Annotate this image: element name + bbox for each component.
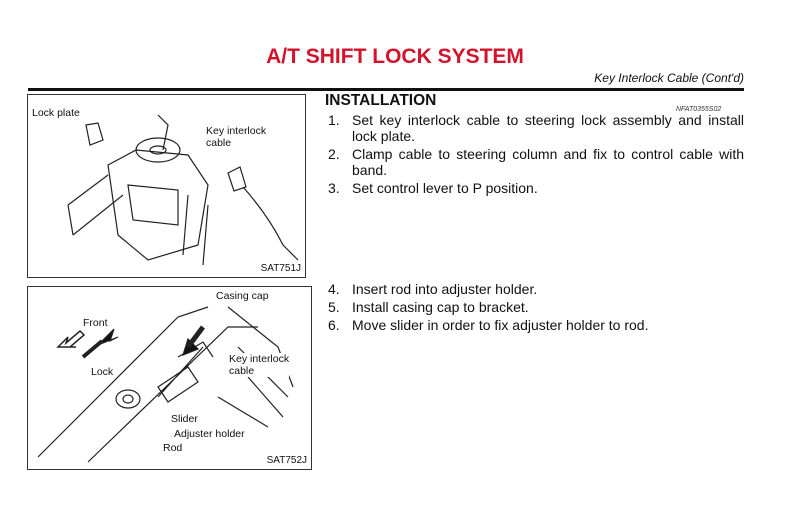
label-adjuster-holder: Adjuster holder <box>174 428 245 440</box>
step-number: 2. <box>328 146 340 162</box>
step-text: Clamp cable to steering column and fix t… <box>352 146 744 178</box>
steps-list-b: 4. Insert rod into adjuster holder. 5. Ins… <box>328 281 744 335</box>
step-number: 4. <box>328 281 340 297</box>
label-lock-plate: Lock plate <box>32 107 80 119</box>
figure-code: SAT751J <box>260 263 301 274</box>
step-text: Install casing cap to bracket. <box>352 299 529 315</box>
label-lock: Lock <box>91 366 114 378</box>
label-rod: Rod <box>163 442 183 454</box>
label-front: Front <box>83 317 108 329</box>
label-key-interlock-cable: Key interlock cable <box>229 353 290 377</box>
step-text: Move slider in order to fix adjuster hol… <box>352 317 649 333</box>
reference-code: NFAT0355S02 <box>676 106 722 113</box>
step-item: 4. Insert rod into adjuster holder. <box>328 281 744 297</box>
step-number: 6. <box>328 317 340 333</box>
step-item: 2. Clamp cable to steering column and fix… <box>328 146 744 178</box>
step-item: 5. Install casing cap to bracket. <box>328 299 744 315</box>
step-text: Set key interlock cable to steering lock… <box>352 112 744 144</box>
section-heading: INSTALLATION <box>325 92 437 109</box>
page-title: A/T SHIFT LOCK SYSTEM <box>266 45 524 68</box>
step-text: Insert rod into adjuster holder. <box>352 281 538 297</box>
label-slider: Slider <box>171 413 198 425</box>
steering-lock-illustration <box>67 114 299 266</box>
step-number: 1. <box>328 112 340 128</box>
figure-cable-installation: Casing cap Front Lock Key interlock cabl… <box>27 286 312 470</box>
label-key-interlock-cable: Key interlock cable <box>206 125 267 149</box>
figure-steering-lock: Lock plate Key interlock cable SAT751J <box>27 94 306 278</box>
step-text: Set control lever to P position. <box>352 180 538 196</box>
step-number: 5. <box>328 299 340 315</box>
label-casing-cap: Casing cap <box>216 290 269 302</box>
step-number: 3. <box>328 180 340 196</box>
steps-list-a: 1. Set key interlock cable to steering lo… <box>328 112 744 198</box>
step-item: 3. Set control lever to P position. <box>328 180 744 196</box>
section-subtitle: Key Interlock Cable (Cont'd) <box>594 71 744 85</box>
step-item: 6. Move slider in order to fix adjuster h… <box>328 317 744 333</box>
step-item: 1. Set key interlock cable to steering lo… <box>328 112 744 144</box>
header-divider <box>28 88 744 91</box>
figure-code: SAT752J <box>266 455 307 466</box>
